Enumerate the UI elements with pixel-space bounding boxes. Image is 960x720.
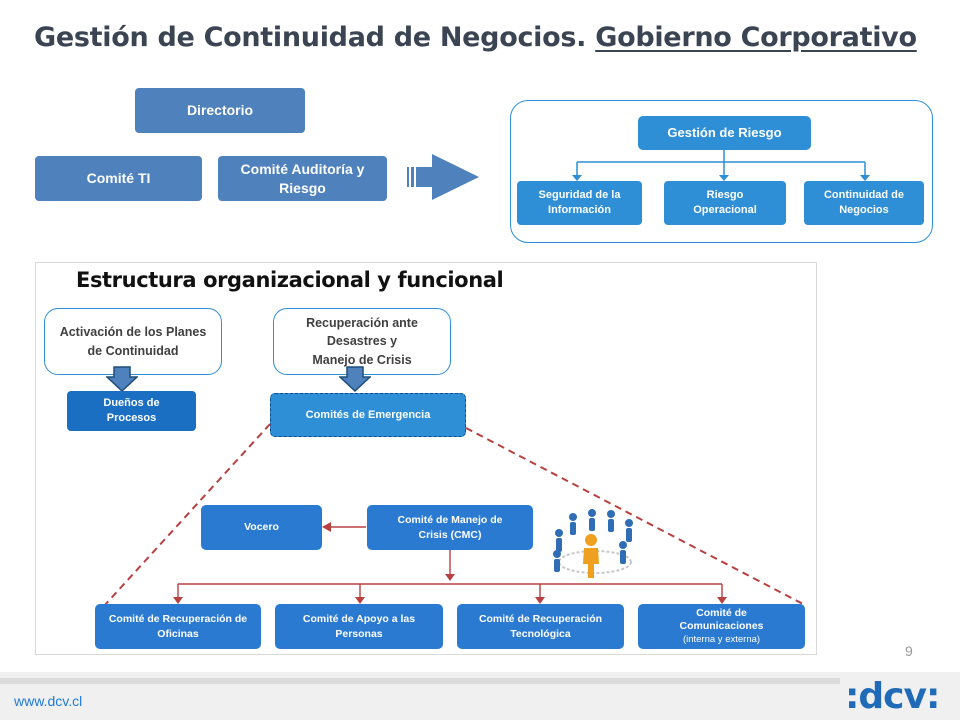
- structure-title: Estructura organizacional y funcional: [76, 268, 504, 292]
- directorio-box: Directorio: [135, 88, 305, 133]
- comite-auditoria-box: Comité Auditoría y Riesgo: [218, 156, 387, 201]
- cmc-box: Comité de Manejo de Crisis (CMC): [367, 505, 533, 550]
- comites-emergencia-box: Comités de Emergencia: [270, 393, 466, 437]
- riesgo-operacional-box: Riesgo Operacional: [664, 181, 786, 225]
- duenos-procesos-box: Dueños de Procesos: [67, 391, 196, 431]
- recovery-line-1: Recuperación ante: [306, 316, 418, 331]
- recovery-line-2: Desastres y: [326, 334, 398, 349]
- page-title: Gestión de Continuidad de Negocios. Gobi…: [34, 22, 917, 53]
- page-number: 9: [905, 643, 913, 659]
- title-part-1: Gestión de Continuidad de Negocios.: [34, 22, 587, 53]
- right-arrow-icon: [407, 154, 479, 200]
- comunicaciones-line-2: Comunicaciones: [679, 620, 764, 633]
- down-arrow-icon: [339, 366, 371, 392]
- title-part-2: Gobierno Corporativo: [595, 22, 917, 53]
- risk-connectors: [572, 150, 870, 181]
- comunicaciones-line-1: Comité de: [696, 606, 747, 619]
- comunicaciones-line-3: (interna y externa): [682, 633, 761, 645]
- continuidad-negocios-box: Continuidad de Negocios: [804, 181, 924, 225]
- activation-box: Activación de los Planes de Continuidad: [44, 308, 222, 375]
- dcv-logo: :dcv:: [845, 676, 940, 717]
- down-arrow-icon: [106, 366, 138, 392]
- risk-frame: [510, 100, 933, 243]
- footer-url: www.dcv.cl: [14, 693, 83, 709]
- comite-apoyo-personas: Comité de Apoyo a las Personas: [275, 604, 443, 649]
- footer-line: [0, 678, 840, 684]
- comite-ti-box: Comité TI: [35, 156, 202, 201]
- vocero-box: Vocero: [201, 505, 322, 550]
- recovery-line-3: Manejo de Crisis: [312, 352, 412, 367]
- comite-recuperacion-tecnologica: Comité de Recuperación Tecnológica: [457, 604, 624, 649]
- people-group-icon: [553, 509, 633, 578]
- gestion-riesgo-box: Gestión de Riesgo: [638, 116, 811, 150]
- comite-comunicaciones: Comité de Comunicaciones (interna y exte…: [638, 604, 805, 649]
- seguridad-informacion-box: Seguridad de la Información: [517, 181, 642, 225]
- comite-recuperacion-oficinas: Comité de Recuperación de Oficinas: [95, 604, 261, 649]
